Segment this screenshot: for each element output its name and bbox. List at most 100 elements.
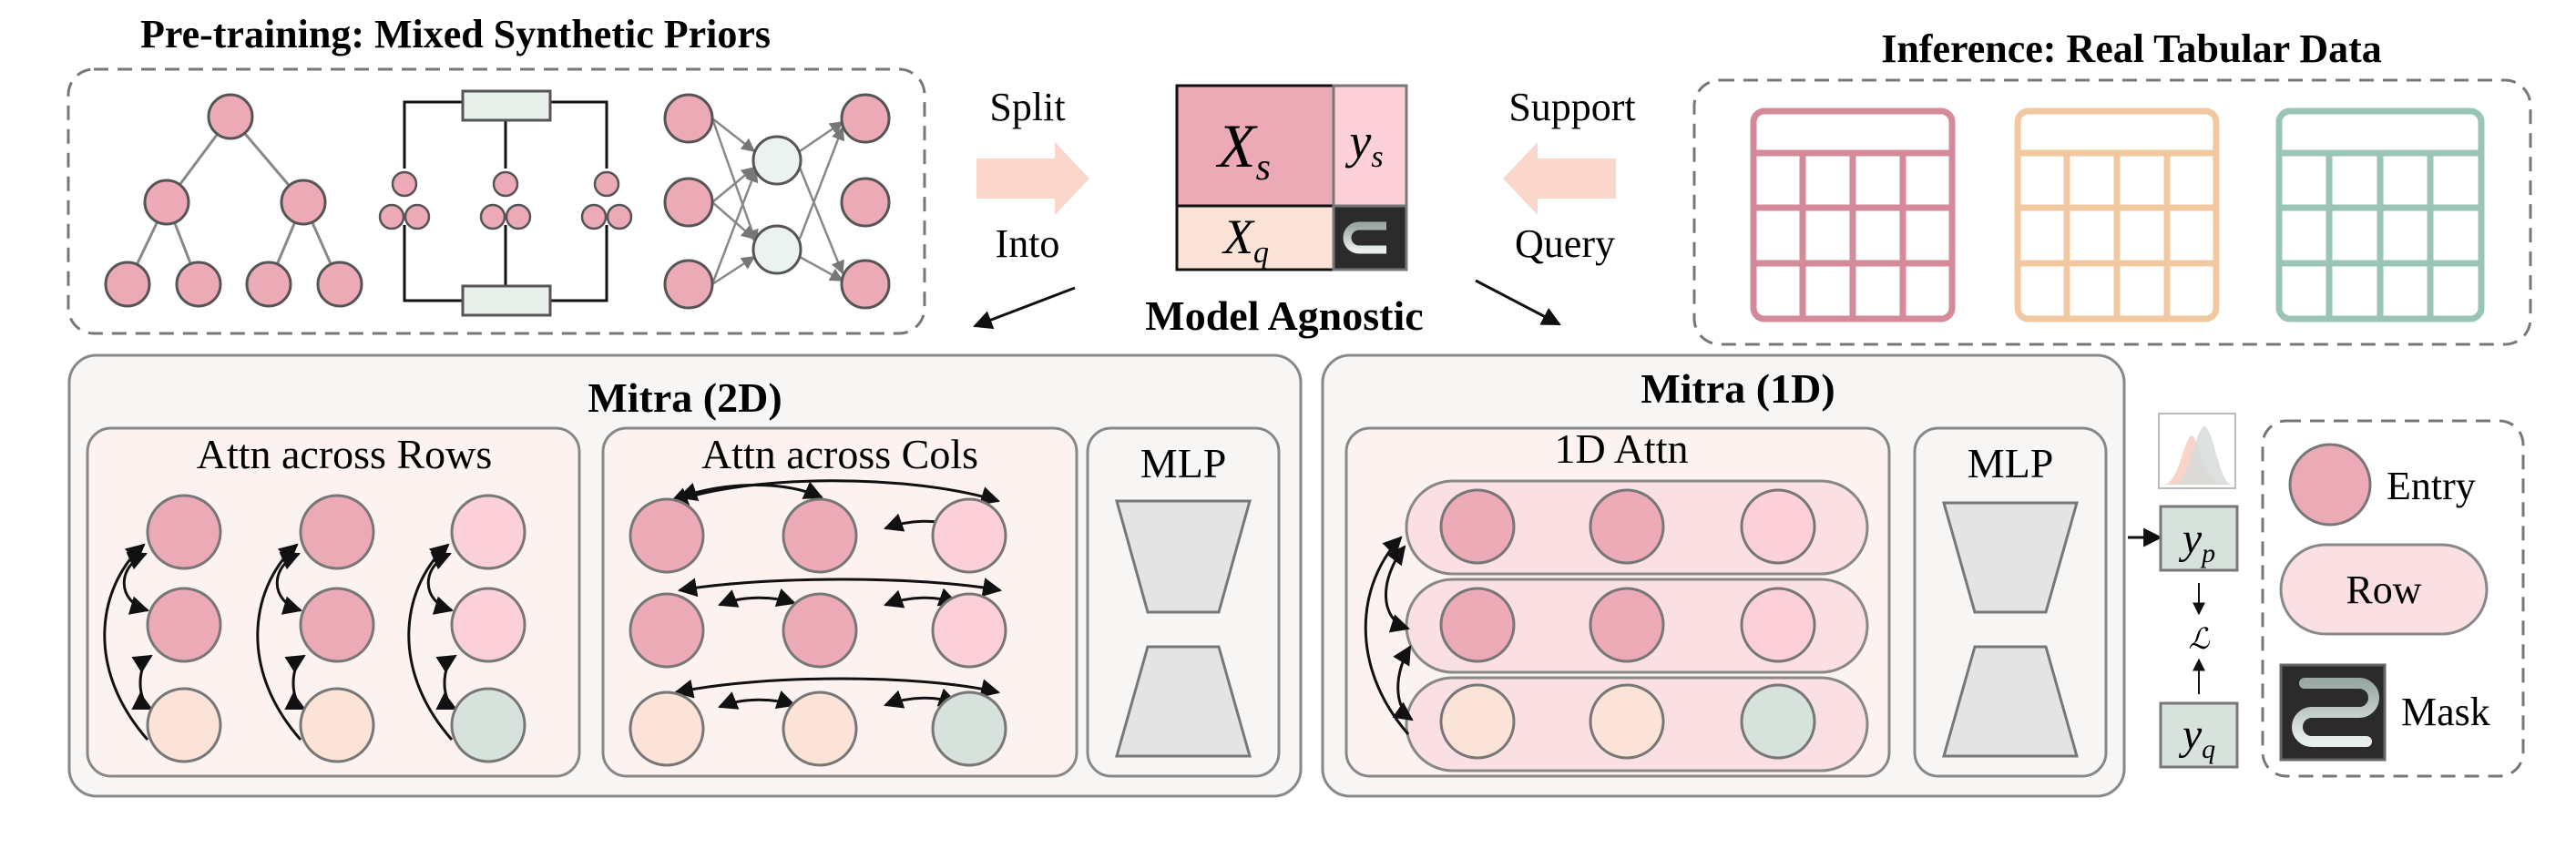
mask-icon — [1343, 221, 1386, 254]
distribution-plot-icon — [2158, 413, 2236, 489]
xq-subscript: q — [1253, 236, 1269, 270]
query-label: Query — [1515, 221, 1615, 266]
entry-node — [299, 494, 375, 570]
label-node — [931, 592, 1007, 669]
support-arrow — [1503, 142, 1616, 215]
split-section: Split Into Support Query Xs ys Xq Model … — [973, 84, 1636, 339]
mlp-decoder-shape — [1942, 645, 2079, 758]
entry-node — [629, 497, 705, 574]
ys-label: y — [1344, 114, 1371, 169]
mitra-2d-panel: Mitra (2D) Attn across Rows — [67, 353, 1303, 798]
inference-title: Inference: Real Tabular Data — [1881, 26, 2382, 71]
tree-node — [245, 261, 292, 308]
into-label: Into — [996, 221, 1060, 266]
query-node — [1589, 683, 1665, 760]
mlp-prior-node — [663, 177, 714, 228]
entry-node — [146, 587, 222, 663]
label-node — [450, 587, 526, 663]
query-node — [299, 687, 375, 763]
circuit-node — [492, 170, 519, 198]
mlp-prior-node — [840, 259, 891, 310]
mitra-2d-title: Mitra (2D) — [588, 374, 782, 421]
mlp-prior-node — [663, 93, 714, 144]
circuit-prior-graph — [403, 100, 608, 302]
pretraining-title: Pre-training: Mixed Synthetic Priors — [140, 12, 771, 56]
mlp-prior-hidden-node — [751, 135, 802, 186]
ys-block — [1332, 84, 1408, 208]
circuit-node — [479, 203, 506, 230]
attn-rows-arrows — [103, 543, 457, 741]
xq-block — [1175, 204, 1335, 271]
tree-node — [207, 93, 254, 140]
attn-rows-title: Attn across Rows — [197, 431, 493, 477]
mlp-decoder-shape — [1115, 645, 1252, 758]
pretraining-box — [66, 67, 926, 335]
query-node — [1439, 683, 1516, 760]
query-node — [782, 690, 858, 767]
mitra-1d-panel: Mitra (1D) 1D Attn MLP — [1321, 353, 2126, 798]
legend-entry-label: Entry — [2387, 464, 2476, 508]
table-orange — [2014, 107, 2220, 322]
legend-entry-swatch — [2288, 443, 2372, 527]
mlp-1d-title: MLP — [1968, 440, 2054, 486]
tree-node — [104, 261, 151, 308]
mlp-2d-title: MLP — [1140, 440, 1227, 486]
masked-node — [450, 687, 526, 763]
entry-node — [1439, 587, 1516, 663]
entry-node — [1589, 488, 1665, 565]
entry-node — [299, 587, 375, 663]
entry-node — [146, 494, 222, 570]
circuit-node — [580, 203, 608, 230]
svg-text:yq: yq — [2178, 711, 2215, 764]
tree-node — [280, 179, 327, 226]
xq-label: X — [1222, 210, 1255, 264]
inference-box — [1692, 78, 2532, 346]
yp-label: y — [2178, 515, 2203, 563]
svg-text:Xq: Xq — [1222, 210, 1269, 270]
tree-node — [143, 179, 190, 226]
entry-node — [1589, 587, 1665, 663]
circuit-node — [593, 170, 620, 198]
yp-subscript: p — [2200, 538, 2215, 568]
circuit-node — [606, 203, 633, 230]
circuit-node — [505, 203, 532, 230]
label-node — [450, 494, 526, 570]
mlp-prior-node — [840, 93, 891, 144]
legend: Entry Row Mask — [2261, 419, 2525, 778]
query-node — [146, 687, 222, 763]
loss-symbol: ℒ — [2188, 622, 2210, 655]
attn-cols-title: Attn across Cols — [701, 431, 978, 477]
circuit-block — [461, 89, 552, 122]
mlp-prior-hidden-node — [751, 224, 802, 275]
pretraining-panel: Pre-training: Mixed Synthetic Priors — [66, 12, 926, 335]
split-label: Split — [989, 85, 1065, 129]
arrow-to-mitra-1d — [1475, 279, 1561, 326]
attn-1d-arrows — [1364, 536, 1414, 735]
entry-node — [629, 592, 705, 669]
table-green — [2275, 107, 2485, 322]
mask-icon — [2292, 678, 2379, 747]
mlp-encoder-shape — [1942, 501, 2079, 614]
table-pink — [1750, 107, 1956, 322]
yp-box — [2159, 505, 2239, 572]
data-matrix: Xs ys Xq — [1175, 84, 1408, 271]
circuit-node — [404, 203, 431, 230]
model-agnostic-label: Model Agnostic — [1145, 292, 1423, 339]
svg-text:yp: yp — [2178, 515, 2215, 568]
legend-row-label: Row — [2346, 568, 2421, 612]
arrow-to-mitra-2d — [973, 286, 1076, 330]
xs-subscript: s — [1256, 147, 1271, 189]
label-node — [931, 497, 1007, 574]
entry-node — [1439, 488, 1516, 565]
mlp-encoder-shape — [1115, 499, 1252, 614]
mlp-prior-graph — [710, 118, 845, 286]
tree-node — [175, 261, 222, 308]
tree-node — [316, 261, 363, 308]
circuit-node — [391, 170, 418, 198]
mlp-prior-node — [663, 259, 714, 310]
circuit-block — [461, 284, 552, 317]
legend-box — [2261, 419, 2525, 778]
entry-node — [782, 497, 858, 574]
circuit-node — [378, 203, 405, 230]
